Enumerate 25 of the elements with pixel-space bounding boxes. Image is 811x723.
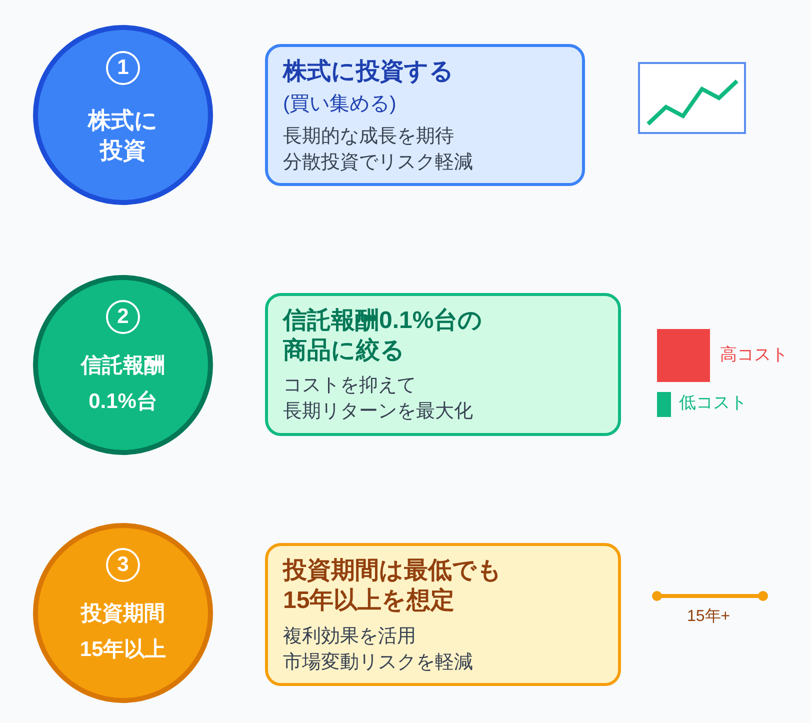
card-text: 複利効果を活用 xyxy=(283,625,416,649)
info-card xyxy=(265,293,621,436)
card-text: 長期リターンを最大化 xyxy=(283,400,473,424)
card-heading: 信託報酬0.1%台の商品に絞る xyxy=(283,306,484,366)
info-card xyxy=(265,543,621,686)
card-text: 長期的な成長を期待 xyxy=(283,125,454,149)
step-number: 3 xyxy=(106,548,140,582)
circle-label: 0.1%台 xyxy=(88,389,158,415)
card-heading: 株式に投資する xyxy=(283,57,454,87)
legend-label: 低コスト xyxy=(679,392,747,414)
card-text: 分散投資でリスク軽減 xyxy=(283,151,473,175)
card-heading: 投資期間は最低でも15年以上を想定 xyxy=(283,556,503,616)
legend-label: 高コスト xyxy=(720,344,788,366)
circle-label: 15年以上 xyxy=(80,637,166,663)
circle-label: 投資期間 xyxy=(81,601,165,627)
card-text: コストを抑えて xyxy=(283,374,416,398)
circle-label: 投資 xyxy=(100,136,146,165)
card-text: 市場変動リスクを軽減 xyxy=(283,651,473,675)
circle-label: 株式に xyxy=(88,106,158,135)
step-number: 2 xyxy=(106,300,140,334)
step-number: 1 xyxy=(106,51,140,85)
circle-label: 信託報酬 xyxy=(81,353,165,379)
card-subheading: (買い集める) xyxy=(283,92,396,117)
info-card xyxy=(265,44,585,186)
duration-label: 15年+ xyxy=(687,607,730,627)
